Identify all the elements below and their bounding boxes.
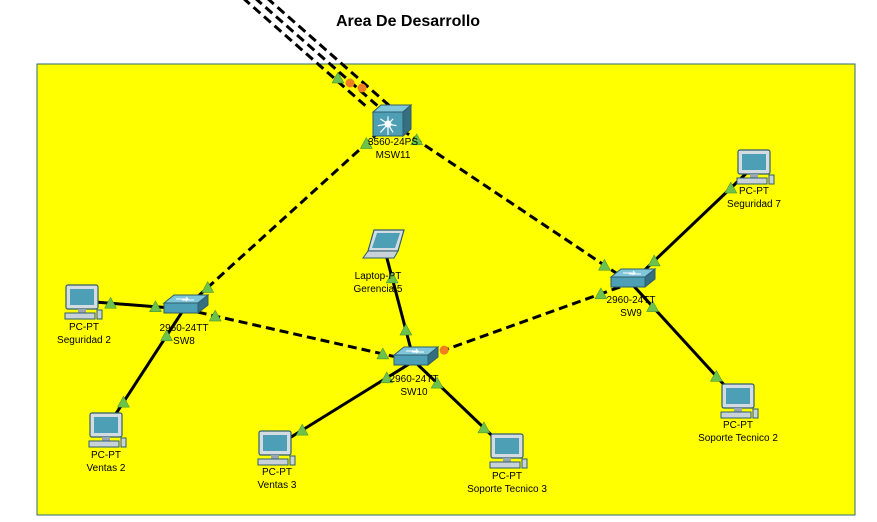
device-ger5[interactable]: Laptop-PT Gerencia 5 [354,229,405,295]
link-msw11-sw8[interactable] [182,120,392,311]
switch-icon [609,267,657,289]
link-status-light [646,300,660,312]
device-sw9[interactable]: 2960-24TT SW9 [607,267,657,319]
link-status-light [709,369,723,382]
pc-icon [88,412,127,448]
link-status-light [345,78,355,88]
link-status-light [724,181,738,194]
laptop-icon [362,229,405,259]
device-name-label: SW10 [400,387,428,398]
link-status-light [149,300,162,313]
devices-layer: 3560-24PSMSW112960-24TTSW82960-24TTSW929… [57,103,781,495]
link-status-light [117,395,130,408]
link-status-light [357,83,367,93]
area-rectangle[interactable] [36,63,856,516]
link-status-light [201,280,215,293]
device-name-label: SW9 [620,308,642,319]
link-status-light [385,271,399,284]
link-status-light [647,254,661,267]
link-status-light [208,309,222,322]
switch-icon [392,345,440,367]
device-seg7[interactable]: PC-PT Seguridad 7 [727,149,781,210]
link-sw8-sw10[interactable] [183,307,415,363]
link-sw10-sw9[interactable] [413,281,632,363]
link-status-light [594,287,608,300]
link-status-light [295,423,309,436]
device-ven3[interactable]: PC-PT Ventas 3 [257,430,297,491]
device-sop3[interactable]: PC-PT Soporte Tecnico 3 [467,433,547,495]
link-sw10-ven3[interactable] [274,359,415,449]
device-name-label: MSW11 [376,150,411,161]
links-layer [81,120,756,452]
pc-icon [720,383,759,419]
link-sw10-ger5[interactable] [382,246,416,362]
device-sw10[interactable]: 2960-24TT SW10 [390,345,440,398]
link-status-light [430,376,444,389]
device-name-label: Ventas 3 [258,480,297,491]
link-status-light [399,323,413,336]
device-name-label: SW8 [173,336,195,347]
device-model-label: PC-PT [262,467,292,478]
uplinks-layer [243,0,393,110]
device-model-label: PC-PT [723,420,753,431]
device-msw11[interactable]: 3560-24PS MSW11 [368,103,418,161]
device-name-label: Soporte Tecnico 3 [467,484,547,495]
link-status-light [597,258,611,271]
device-model-label: PC-PT [91,450,121,461]
device-name-label: Gerencia 5 [354,284,403,295]
link-status-light [160,329,173,342]
link-status-light [439,345,449,355]
pc-icon [489,433,528,469]
multilayer-switch-icon [371,103,413,138]
device-sw8[interactable]: 2960-24TT SW8 [160,293,210,347]
device-ven2[interactable]: PC-PT Ventas 2 [87,412,127,474]
link-status-light [380,371,394,384]
link-status-light [331,71,345,84]
device-model-label: PC-PT [69,322,99,333]
device-seg2[interactable]: PC-PT Seguridad 2 [57,284,111,346]
device-name-label: Seguridad 2 [57,335,111,346]
link-sw9-seg7[interactable] [629,164,756,285]
area-title: Area De Desarrollo [330,11,487,33]
device-model-label: PC-PT [739,186,769,197]
device-model-label: Laptop-PT [355,271,402,282]
device-model-label: PC-PT [492,471,522,482]
device-name-label: Ventas 2 [87,463,126,474]
link-status-light [410,133,424,146]
link-status-light [104,296,117,309]
uplink-1[interactable] [243,0,369,110]
link-sw8-ven2[interactable] [104,308,186,430]
device-name-label: Seguridad 7 [727,199,781,210]
link-status-light [359,136,373,149]
device-name-label: Soporte Tecnico 2 [698,433,778,444]
device-model-label: 2960-24TT [160,323,209,334]
device-model-label: 3560-24PS [368,137,418,148]
pc-icon [257,430,296,466]
link-status-light [477,421,491,434]
uplink-2[interactable] [255,0,381,110]
pc-icon [736,149,775,185]
switch-icon [162,293,210,315]
link-msw11-sw9[interactable] [389,120,632,285]
link-sw9-sop2[interactable] [629,281,740,402]
pc-icon [64,284,103,320]
link-status-light [376,347,390,360]
device-sop2[interactable]: PC-PT Soporte Tecnico 2 [698,383,778,444]
device-model-label: 2960-24TT [390,374,439,385]
device-model-label: 2960-24TT [607,295,656,306]
uplink-3[interactable] [267,0,393,110]
